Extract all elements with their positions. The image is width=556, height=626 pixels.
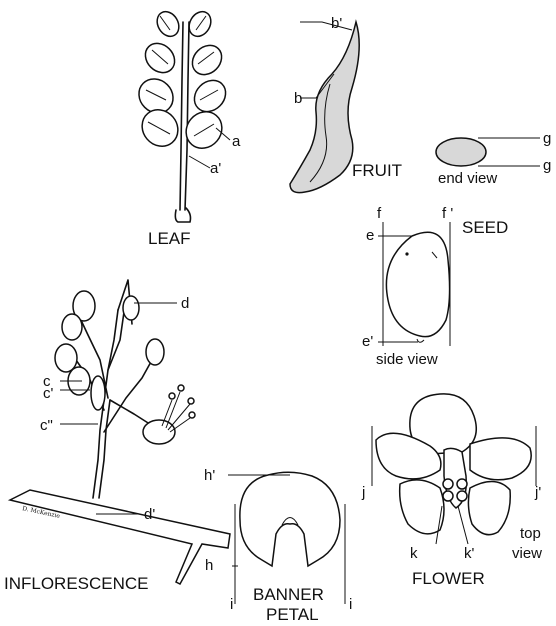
label-a-prime: a': [210, 160, 221, 177]
label-d: d: [181, 295, 189, 312]
banner-caption-line1: BANNER: [253, 585, 324, 604]
end-view-caption: end view: [438, 170, 497, 187]
label-h-prime: h': [204, 467, 215, 484]
label-g-bottom: g: [543, 157, 551, 174]
seed-caption: SEED: [462, 218, 508, 237]
label-c-prime: c': [43, 385, 54, 402]
banner-caption-line2: PETAL: [266, 605, 319, 624]
label-g-top: g: [543, 130, 551, 147]
label-f: f: [377, 205, 382, 222]
label-k: k: [410, 545, 418, 562]
leaf-caption: LEAF: [148, 229, 191, 248]
label-e-prime: e': [362, 333, 373, 350]
flower-caption: FLOWER: [412, 569, 485, 588]
label-f-prime: f ': [442, 205, 453, 222]
top-view-caption-line2: view: [512, 545, 542, 562]
label-h: h: [205, 557, 213, 574]
seed-side-view-drawing: [378, 222, 450, 346]
side-view-caption: side view: [376, 351, 438, 368]
label-d-prime: d': [144, 506, 155, 523]
label-j: j: [361, 484, 365, 501]
fruit-drawing: [290, 22, 359, 193]
inflorescence-caption: INFLORESCENCE: [4, 574, 149, 593]
top-view-caption-line1: top: [520, 525, 541, 542]
label-b-prime: b': [331, 15, 342, 32]
label-i-right: i: [349, 596, 352, 613]
label-i-left: i: [230, 596, 233, 613]
seed-end-view-drawing: [436, 138, 540, 166]
label-j-prime: j': [534, 484, 541, 501]
label-c-double-prime: c": [40, 417, 53, 434]
label-k-prime: k': [464, 545, 475, 562]
label-e: e: [366, 227, 374, 244]
leaf-drawing: [132, 8, 232, 222]
flower-top-view-drawing: [372, 394, 536, 544]
label-b: b: [294, 90, 302, 107]
label-a: a: [232, 133, 241, 150]
fruit-caption: FRUIT: [352, 161, 402, 180]
